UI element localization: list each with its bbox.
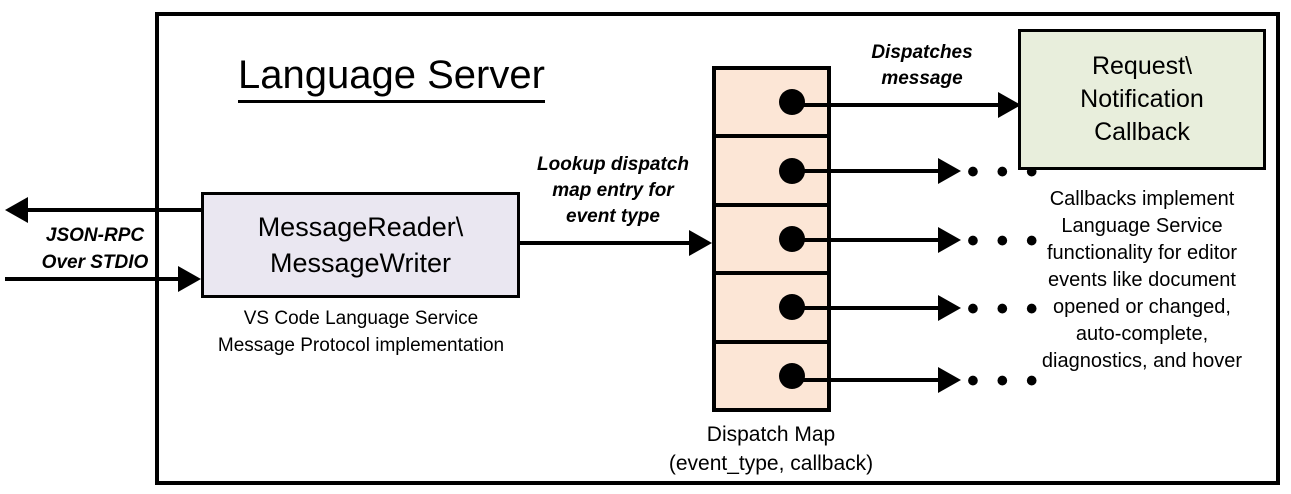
callback-caption-line1: Callbacks implement	[1049, 188, 1235, 210]
dispatch-row1-arrowhead	[998, 92, 1021, 118]
jsonrpc-transport-label: JSON-RPC Over STDIO	[30, 222, 160, 276]
lookup-label-line3: event type	[566, 206, 660, 227]
dispatch-row4-arrowhead	[938, 295, 961, 321]
dispatch-row5-arrowhead	[938, 367, 961, 393]
message-writer-label: MessageWriter	[269, 248, 452, 278]
reader-caption-line1: VS Code Language Service	[243, 308, 479, 329]
dispatch-caption-line1: Dispatch Map	[706, 423, 836, 446]
dispatch-row3-line	[788, 238, 940, 242]
dispatch-entry-dot-icon	[779, 362, 805, 389]
callback-title-line1: Request\	[1091, 52, 1193, 80]
dispatch-row5-line	[788, 378, 940, 382]
outgoing-rpc-arrowhead	[5, 197, 28, 223]
dispatches-label-line1: Dispatches	[871, 42, 973, 63]
outgoing-rpc-line	[28, 208, 203, 212]
dispatches-label-line2: message	[881, 68, 963, 89]
callback-caption-line5: opened or changed,	[1053, 296, 1231, 318]
callback-caption-line4: events like document	[1048, 269, 1236, 291]
dispatch-row3-arrowhead	[938, 227, 961, 253]
dispatch-caption-line2: (event_type, callback)	[668, 452, 874, 475]
dispatch-row4-line	[788, 306, 940, 310]
dispatch-map-row[interactable]	[716, 344, 827, 408]
message-reader-writer-box[interactable]: MessageReader\ MessageWriter	[201, 192, 520, 298]
callback-title-line3: Callback	[1094, 118, 1190, 146]
dispatches-message-label: Dispatches message	[832, 40, 1012, 92]
lookup-label-line2: map entry for	[552, 180, 674, 201]
request-notification-callback-box[interactable]: Request\ Notification Callback	[1018, 29, 1266, 170]
lookup-edge-line	[520, 241, 690, 245]
callback-caption-line6: auto-complete,	[1075, 323, 1209, 345]
message-reader-caption: VS Code Language Service Message Protoco…	[200, 305, 522, 359]
callback-caption-line7: diagnostics, and hover	[1041, 350, 1243, 372]
callback-caption-line2: Language Service	[1061, 215, 1223, 237]
callback-title-line2: Notification	[1080, 85, 1204, 113]
jsonrpc-label-line1: JSON-RPC	[45, 225, 145, 246]
language-server-frame	[155, 12, 1280, 485]
lookup-dispatch-label: Lookup dispatch map entry for event type	[515, 152, 711, 230]
incoming-rpc-line	[5, 277, 180, 281]
dispatch-row2-arrowhead	[938, 158, 961, 184]
lookup-label-line1: Lookup dispatch	[537, 154, 689, 175]
message-reader-label: MessageReader\	[257, 212, 464, 242]
dispatch-map-caption: Dispatch Map (event_type, callback)	[640, 420, 902, 478]
jsonrpc-label-line2: Over STDIO	[41, 252, 149, 273]
callback-caption-line3: functionality for editor	[1046, 242, 1238, 264]
incoming-rpc-arrowhead	[178, 266, 201, 292]
dispatch-row1-line	[788, 103, 1000, 107]
callback-caption: Callbacks implement Language Service fun…	[1006, 186, 1278, 375]
lookup-edge-arrowhead	[689, 230, 712, 256]
dispatch-row2-line	[788, 169, 940, 173]
dispatch-entry-dot-icon	[779, 89, 805, 116]
dispatch-map-row[interactable]	[716, 70, 827, 139]
reader-caption-line2: Message Protocol implementation	[217, 335, 505, 356]
page-title: Language Server	[238, 52, 545, 103]
